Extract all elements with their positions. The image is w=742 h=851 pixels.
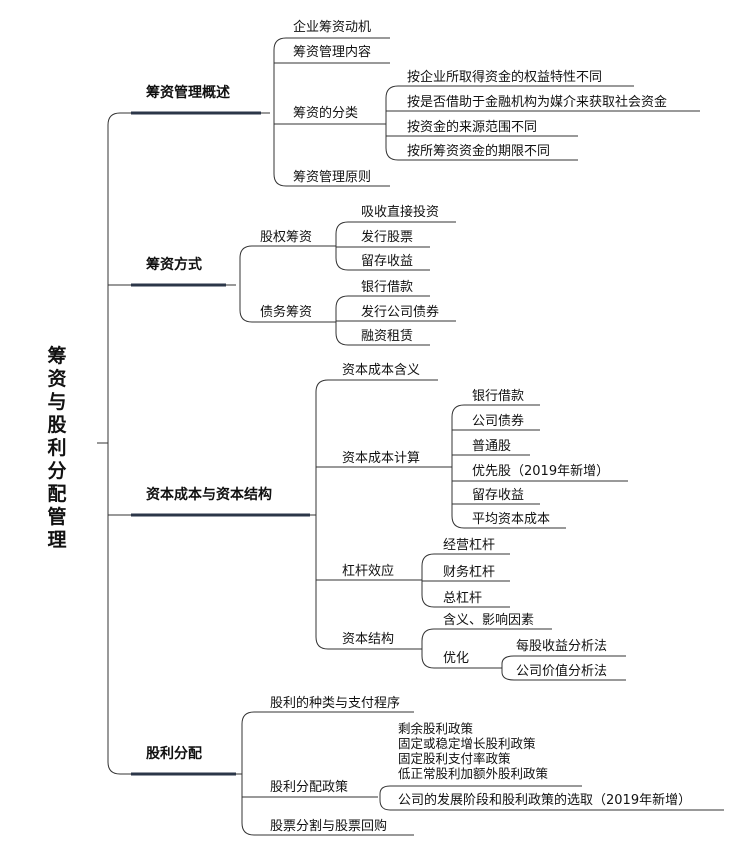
node-label: 留存收益 xyxy=(472,488,524,503)
root-char: 资 xyxy=(47,367,66,390)
branch-label: 筹资方式 xyxy=(146,256,202,273)
root-node: 筹 资 与 股 利 分 配 管 理 xyxy=(47,344,66,551)
connector xyxy=(226,245,253,323)
branch-capital-cost-structure: 资本成本与资本结构 资本成本含义 资本成本计算 银行借款 公司债券 普通股 优先… xyxy=(131,362,628,681)
branch-financing-methods: 筹资方式 股权筹资 吸收直接投资 发行股票 留存收益 债务筹资 银行借款 发行公… xyxy=(131,204,456,346)
node-label: 普通股 xyxy=(472,439,511,454)
connector xyxy=(97,112,121,775)
node-label: 融资租赁 xyxy=(361,329,413,344)
connector xyxy=(374,85,399,161)
root-char: 配 xyxy=(47,483,66,505)
connector xyxy=(494,655,515,681)
node-label: 财务杠杆 xyxy=(443,564,495,580)
node-label: 发行股票 xyxy=(361,229,413,245)
root-char: 利 xyxy=(47,437,66,459)
node-label: 资本成本计算 xyxy=(342,451,420,466)
node-label: 债务筹资 xyxy=(260,304,312,320)
root-char: 分 xyxy=(47,460,66,482)
connector xyxy=(412,628,435,669)
node-label: 股利分配政策 xyxy=(270,779,348,795)
node-label: 公司债券 xyxy=(472,413,524,429)
node-label: 银行借款 xyxy=(472,389,524,404)
node-label: 筹资管理原则 xyxy=(293,169,371,185)
root-char: 与 xyxy=(47,391,66,413)
node-label: 筹资管理内容 xyxy=(293,44,371,60)
root-char: 股 xyxy=(47,414,66,436)
node-label: 吸收直接投资 xyxy=(361,204,439,220)
node-label: 经营杠杆 xyxy=(443,537,495,553)
root-char: 筹 xyxy=(47,344,66,367)
node-label: 发行公司债券 xyxy=(361,304,439,320)
node-label: 总杠杆 xyxy=(443,590,482,606)
node-label: 股票分割与股票回购 xyxy=(270,818,387,834)
branch-financing-overview: 筹资管理概述 企业筹资动机 筹资管理内容 筹资的分类 按企业所取得资金的权益特性… xyxy=(131,19,700,187)
node-label: 银行借款 xyxy=(361,280,413,295)
connector xyxy=(328,221,349,271)
branch-dividend-distribution: 股利分配 股利的种类与支付程序 股利分配政策 剩余股利政策 固定或稳定增长股利政… xyxy=(131,695,724,836)
connector xyxy=(310,379,329,650)
branch-label: 筹资管理概述 xyxy=(146,84,230,101)
node-label: 剩余股利政策 xyxy=(398,721,474,736)
root-char: 理 xyxy=(47,529,66,551)
connector xyxy=(372,785,391,811)
node-label: 筹资的分类 xyxy=(293,105,358,121)
node-label: 优先股（2019年新增） xyxy=(472,463,609,479)
branch-label: 资本成本与资本结构 xyxy=(146,486,272,503)
node-label: 公司的发展阶段和股利政策的选取（2019年新增） xyxy=(398,792,691,808)
node-label: 优化 xyxy=(443,651,469,666)
connector xyxy=(261,37,287,187)
connector xyxy=(440,404,465,529)
node-label: 按是否借助于金融机构为媒介来获取社会资金 xyxy=(407,94,667,110)
node-label: 固定或稳定增长股利政策 xyxy=(398,736,536,751)
node-label: 含义、影响因素 xyxy=(443,612,534,628)
node-label: 留存收益 xyxy=(361,254,413,269)
connector xyxy=(120,112,131,775)
node-label: 固定股利支付率政策 xyxy=(398,751,511,766)
node-label: 杠杆效应 xyxy=(342,563,394,579)
node-label: 股利的种类与支付程序 xyxy=(270,695,400,711)
node-label: 按企业所取得资金的权益特性不同 xyxy=(407,69,602,85)
node-label: 股权筹资 xyxy=(260,229,312,245)
node-label: 按所筹资资金的期限不同 xyxy=(407,143,550,159)
node-label: 公司价值分析法 xyxy=(516,663,607,679)
node-label: 资本成本含义 xyxy=(342,362,420,378)
node-label: 按资金的来源范围不同 xyxy=(407,119,537,135)
node-label: 企业筹资动机 xyxy=(293,19,371,35)
node-label: 每股收益分析法 xyxy=(516,638,607,654)
connector xyxy=(236,711,255,836)
branch-label: 股利分配 xyxy=(146,745,202,762)
root-char: 管 xyxy=(47,505,66,528)
node-label: 资本结构 xyxy=(342,632,394,647)
node-label: 低正常股利加额外股利政策 xyxy=(398,766,549,781)
node-label: 平均资本成本 xyxy=(472,512,550,527)
